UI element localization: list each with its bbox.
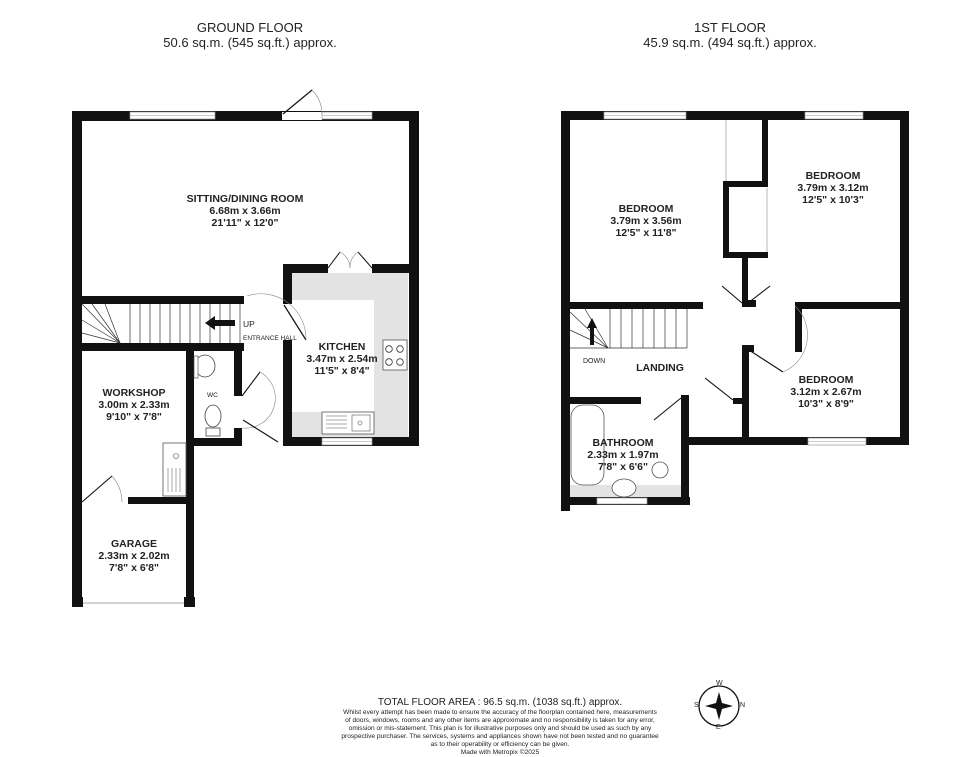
- room-label-bedroom-1: BEDROOM 3.79m x 3.56m 12'5" x 11'8": [610, 203, 682, 239]
- first-floor-header: 1ST FLOOR 45.9 sq.m. (494 sq.ft.) approx…: [580, 20, 880, 50]
- disclaimer-line: Whilst every attempt has been made to en…: [343, 709, 657, 716]
- compass-n: N: [740, 702, 746, 709]
- disclaimer-line: as to their operability or efficiency ca…: [430, 741, 570, 748]
- first-floor-title: 1ST FLOOR: [693, 20, 766, 35]
- ground-floor-area: 50.6 sq.m. (545 sq.ft.) approx.: [163, 35, 337, 50]
- ground-floor-title: GROUND FLOOR: [196, 20, 304, 35]
- stairs-down-label: DOWN: [583, 358, 606, 365]
- ground-floor-header: GROUND FLOOR 50.6 sq.m. (545 sq.ft.) app…: [100, 20, 400, 50]
- compass-s: S: [694, 702, 699, 709]
- footer: TOTAL FLOOR AREA : 96.5 sq.m. (1038 sq.f…: [290, 697, 710, 757]
- disclaimer-line: of doors, windows, rooms and any other i…: [345, 717, 655, 724]
- stairs-up-label: UP: [243, 319, 255, 329]
- disclaimer-line: omission or mis-statement. This plan is …: [348, 725, 652, 732]
- compass-rose-graphic: [698, 685, 740, 727]
- compass-w: W: [716, 680, 723, 687]
- entrance-hall-label: ENTRANCE HALL: [243, 335, 297, 342]
- credit: Made with Metropix ©2025: [460, 749, 540, 756]
- total-floor-area: TOTAL FLOOR AREA : 96.5 sq.m. (1038 sq.f…: [377, 697, 623, 708]
- room-label-kitchen: KITCHEN 3.47m x 2.54m 11'5" x 8'4": [306, 341, 378, 377]
- first-floor-plan: [561, 111, 909, 511]
- room-label-bathroom: BATHROOM 2.33m x 1.97m 7'8" x 6'6": [587, 437, 659, 473]
- first-floor-area: 45.9 sq.m. (494 sq.ft.) approx.: [643, 35, 817, 50]
- compass-e: E: [716, 724, 721, 731]
- room-label-garage: GARAGE 2.33m x 2.02m 7'8" x 6'8": [98, 538, 170, 574]
- room-label-landing: LANDING: [636, 362, 684, 374]
- room-label-sitting-dining: SITTING/DINING ROOM 6.68m x 3.66m 21'11"…: [186, 193, 304, 229]
- ground-floor-plan: [72, 89, 419, 607]
- room-label-bedroom-2: BEDROOM 3.79m x 3.12m 12'5" x 10'3": [797, 170, 869, 206]
- room-label-workshop: WORKSHOP 3.00m x 2.33m 9'10" x 7'8": [98, 387, 170, 423]
- room-label-bedroom-3: BEDROOM 3.12m x 2.67m 10'3" x 8'9": [790, 374, 862, 410]
- disclaimer-line: prospective purchaser. The services, sys…: [341, 733, 659, 740]
- wc-label: WC: [207, 392, 218, 399]
